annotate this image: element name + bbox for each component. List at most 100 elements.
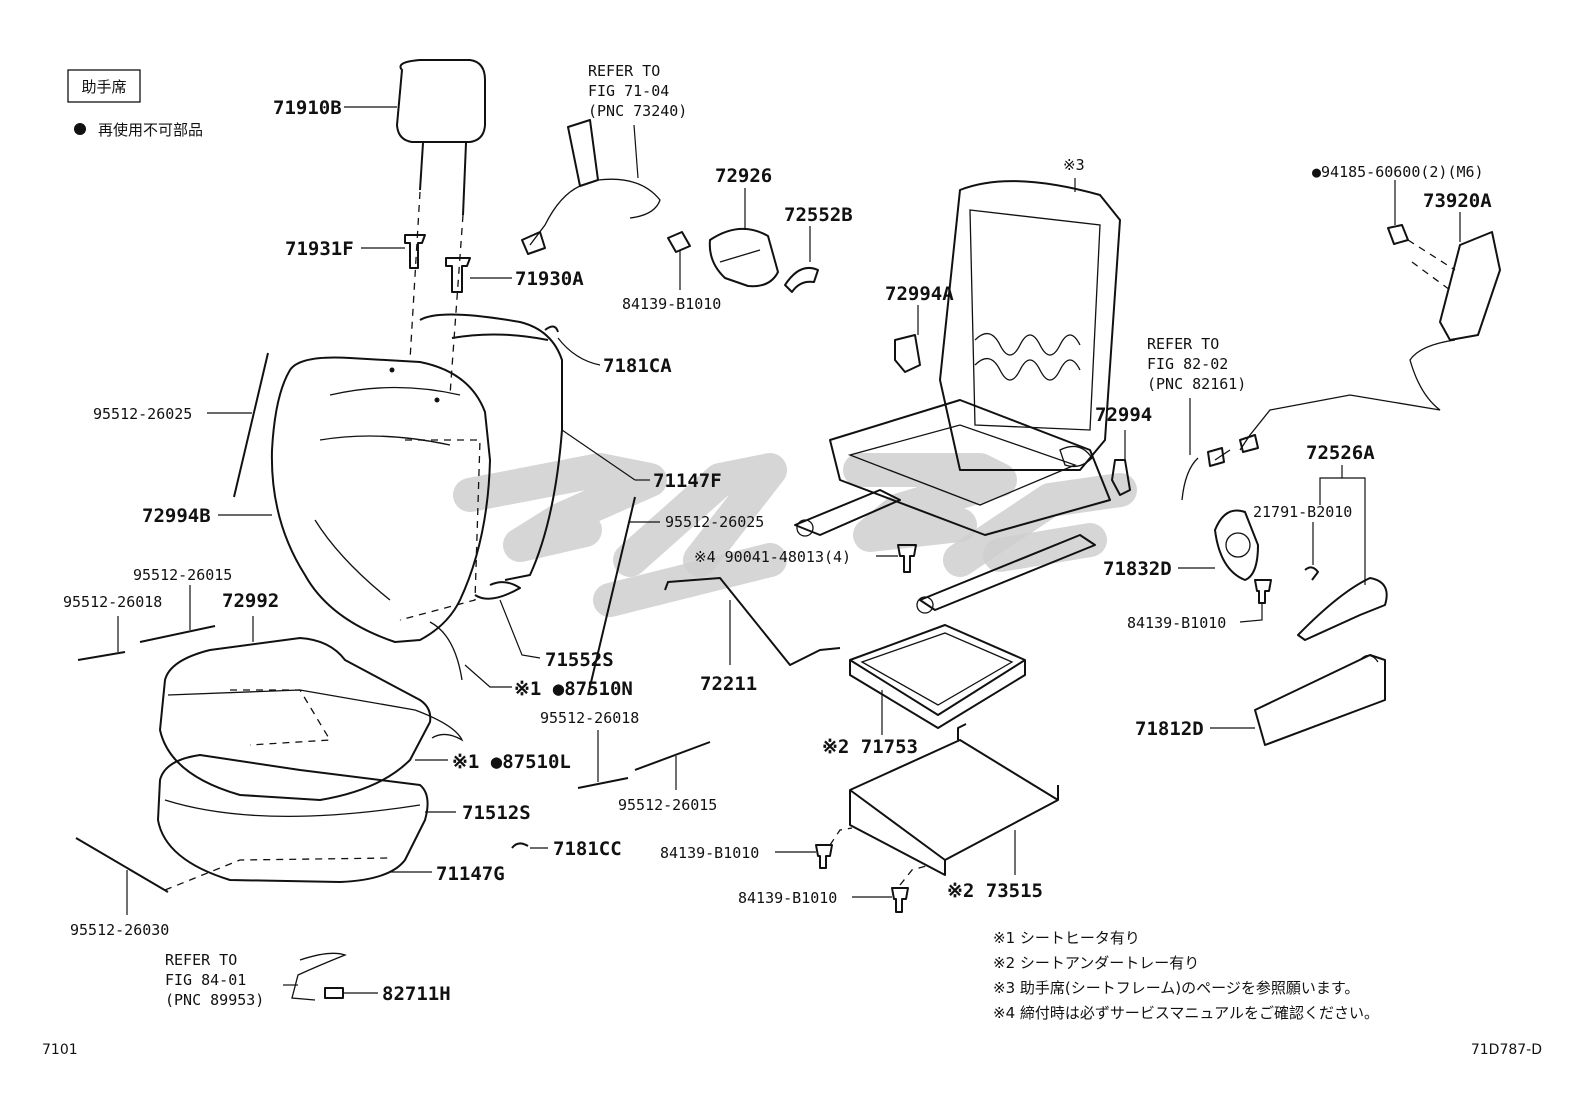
rod-95512-26015-b bbox=[634, 741, 711, 771]
clip-72552B bbox=[784, 266, 819, 293]
svg-text:助手席: 助手席 bbox=[81, 78, 126, 96]
refer-fig-84-01: REFER TO FIG 84-01 (PNC 89953) bbox=[165, 951, 264, 1009]
label-82711H: 82711H bbox=[382, 983, 451, 1005]
label-72992: 72992 bbox=[222, 590, 279, 612]
page-code: 7101 bbox=[42, 1042, 78, 1058]
nut-94185-60600 bbox=[1387, 224, 1409, 245]
clip-21791-B2010 bbox=[1304, 566, 1319, 581]
cover-72926 bbox=[708, 227, 779, 288]
airbag-harness bbox=[1239, 339, 1456, 451]
label-73515: ※2 73515 bbox=[947, 880, 1043, 902]
side-airbag-73920A bbox=[1439, 231, 1501, 341]
label-71812D: 71812D bbox=[1135, 718, 1204, 740]
label-72211: 72211 bbox=[700, 673, 757, 695]
label-72994A: 72994A bbox=[885, 283, 954, 305]
non-reusable-dot-icon bbox=[74, 123, 86, 135]
label-87510N: ※1 ●87510N bbox=[514, 678, 633, 700]
label-7181CA: 7181CA bbox=[603, 355, 672, 377]
knob-72526A bbox=[1297, 577, 1388, 641]
heater-wire-87510L bbox=[414, 709, 464, 742]
refer-fig-82-02: REFER TO FIG 82-02 (PNC 82161) bbox=[1147, 335, 1246, 393]
clip-7181CC bbox=[511, 842, 529, 849]
svg-text:REFER TO: REFER TO bbox=[165, 951, 237, 969]
cover-71832D bbox=[1214, 509, 1259, 581]
svg-text:REFER TO: REFER TO bbox=[588, 62, 660, 80]
label-95512-26015-b: 95512-26015 bbox=[618, 796, 717, 814]
label-72926: 72926 bbox=[715, 165, 772, 187]
label-71512S: 71512S bbox=[462, 802, 531, 824]
rod-95512-26025-b bbox=[587, 496, 636, 696]
label-71147G: 71147G bbox=[436, 863, 505, 885]
screw-84139-B1010-c bbox=[891, 887, 909, 913]
svg-text:FIG 71-04: FIG 71-04 bbox=[588, 82, 669, 100]
label-71753: ※2 71753 bbox=[822, 736, 918, 758]
label-84139-B1010-a: 84139-B1010 bbox=[622, 295, 721, 313]
bolt-90041-48013 bbox=[897, 544, 917, 573]
svg-text:REFER TO: REFER TO bbox=[1147, 335, 1219, 353]
drawing-code: 71D787-D bbox=[1471, 1042, 1542, 1058]
rod-95512-26018-b bbox=[577, 777, 629, 789]
note-4: ※4 締付時は必ずサービスマニュアルをご確認ください。 bbox=[993, 1004, 1379, 1022]
label-72552B: 72552B bbox=[784, 204, 853, 226]
seat-belt-buckle bbox=[521, 119, 661, 255]
rod-95512-26015-a bbox=[139, 625, 216, 643]
label-87510L: ※1 ●87510L bbox=[452, 751, 571, 773]
svg-text:FIG 84-01: FIG 84-01 bbox=[165, 971, 246, 989]
svg-text:(PNC 73240): (PNC 73240) bbox=[588, 102, 687, 120]
rod-72211 bbox=[664, 577, 841, 666]
svg-text:(PNC 82161): (PNC 82161) bbox=[1147, 375, 1246, 393]
footnotes: ※1 シートヒータ有り ※2 シートアンダートレー有り ※3 助手席(シートフレ… bbox=[993, 929, 1379, 1022]
svg-text:(PNC 89953): (PNC 89953) bbox=[165, 991, 264, 1009]
svg-text:FIG 82-02: FIG 82-02 bbox=[1147, 355, 1228, 373]
harness-82711H bbox=[291, 952, 347, 1001]
rod-95512-26030 bbox=[75, 837, 169, 893]
watermark-logo bbox=[453, 453, 1137, 617]
label-71147F: 71147F bbox=[653, 470, 722, 492]
svg-text:再使用不可部品: 再使用不可部品 bbox=[98, 121, 203, 139]
seat-cushion-cover bbox=[157, 754, 429, 883]
seat-back-pad bbox=[399, 313, 563, 621]
label-95512-26015-a: 95512-26015 bbox=[133, 566, 232, 584]
note-2: ※2 シートアンダートレー有り bbox=[993, 954, 1199, 972]
heater-wire-87510N bbox=[429, 621, 463, 681]
strap-71552S bbox=[474, 581, 521, 600]
legend-non-reusable: 再使用不可部品 bbox=[74, 121, 203, 139]
label-94185-60600: ●94185-60600(2)(M6) bbox=[1312, 163, 1484, 181]
label-71930A: 71930A bbox=[515, 268, 584, 290]
label-71931F: 71931F bbox=[285, 238, 354, 260]
screw-84139-B1010-a bbox=[667, 231, 691, 253]
seat-frame bbox=[794, 180, 1121, 614]
clip-7181CA bbox=[544, 325, 559, 333]
label-72994: 72994 bbox=[1095, 404, 1152, 426]
label-95512-26018-a: 95512-26018 bbox=[63, 593, 162, 611]
bracket-72994A bbox=[894, 334, 921, 373]
label-95512-26018-b: 95512-26018 bbox=[540, 709, 639, 727]
rod-95512-26018-a bbox=[77, 651, 126, 661]
under-tray-71753 bbox=[849, 624, 1026, 729]
seat-position-tag: 助手席 bbox=[67, 69, 141, 103]
screw-84139-B1010-d bbox=[1254, 579, 1272, 604]
label-72994B: 72994B bbox=[142, 505, 211, 527]
label-73920A: 73920A bbox=[1423, 190, 1492, 212]
label-90041-48013: ※4 90041-48013(4) bbox=[694, 548, 851, 566]
label-95512-26030: 95512-26030 bbox=[70, 921, 169, 939]
headrest bbox=[396, 59, 486, 216]
harness-82161 bbox=[1181, 457, 1199, 501]
note-1: ※1 シートヒータ有り bbox=[993, 929, 1140, 947]
headrest-guide-71930A bbox=[445, 257, 471, 293]
label-71832D: 71832D bbox=[1103, 558, 1172, 580]
rod-95512-26025-a bbox=[233, 352, 269, 498]
headrest-guide-71931F bbox=[404, 234, 426, 269]
label-71910B: 71910B bbox=[273, 97, 342, 119]
label-21791-B2010: 21791-B2010 bbox=[1253, 503, 1352, 521]
label-84139-B1010-b: 84139-B1010 bbox=[660, 844, 759, 862]
trim-71812D bbox=[1254, 654, 1386, 746]
part-labels: 71910B 71931F 71930A 7181CA 95512-26025 … bbox=[63, 97, 1492, 1005]
note-3: ※3 助手席(シートフレーム)のページを参照願います。 bbox=[993, 979, 1359, 997]
label-84139-B1010-d: 84139-B1010 bbox=[1127, 614, 1226, 632]
refer-fig-71-04: REFER TO FIG 71-04 (PNC 73240) bbox=[588, 62, 687, 120]
screw-84139-B1010-b bbox=[815, 844, 833, 869]
label-84139-B1010-c: 84139-B1010 bbox=[738, 889, 837, 907]
label-95512-26025-b: 95512-26025 bbox=[665, 513, 764, 531]
